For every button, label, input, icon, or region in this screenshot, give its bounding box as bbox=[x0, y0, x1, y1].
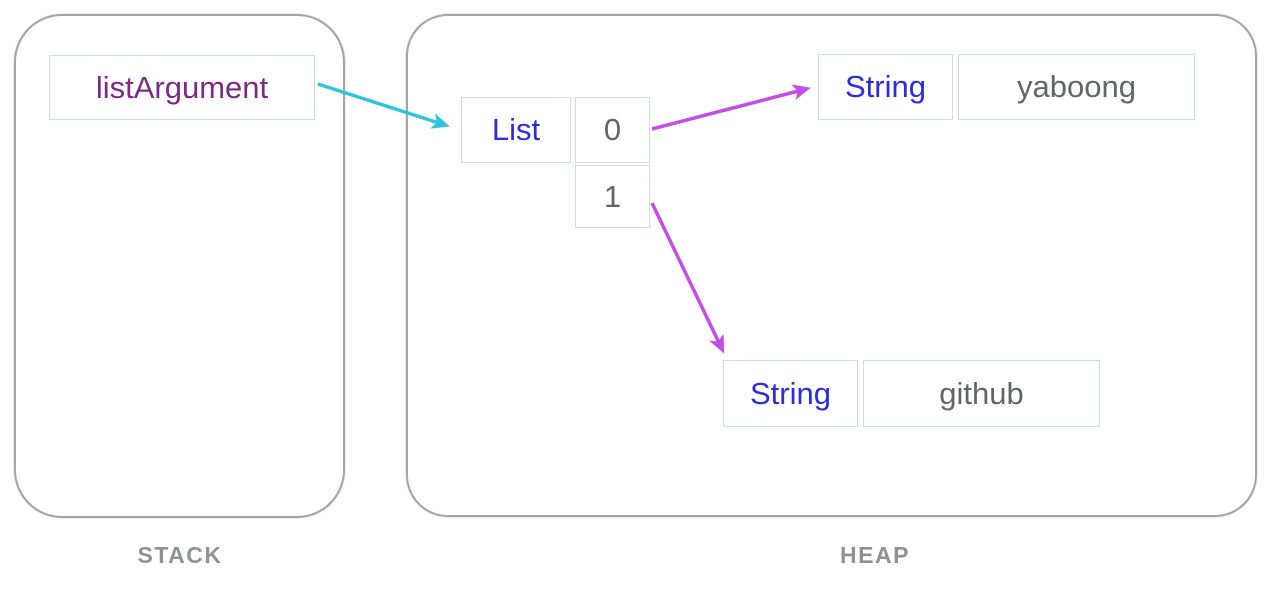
stack-region-label: STACK bbox=[137, 542, 223, 568]
string-github-type-box: String bbox=[723, 360, 858, 427]
string-yaboong-type-box: String bbox=[818, 54, 953, 120]
heap-region-label: HEAP bbox=[840, 542, 910, 568]
variable-listargument-box: listArgument bbox=[49, 55, 315, 120]
list-index-1-cell: 1 bbox=[575, 165, 650, 228]
list-index-0-cell: 0 bbox=[575, 97, 650, 163]
string-github-value-box: github bbox=[863, 360, 1100, 427]
string-yaboong-value-box: yaboong bbox=[958, 54, 1195, 120]
list-object-type-box: List bbox=[461, 97, 571, 163]
